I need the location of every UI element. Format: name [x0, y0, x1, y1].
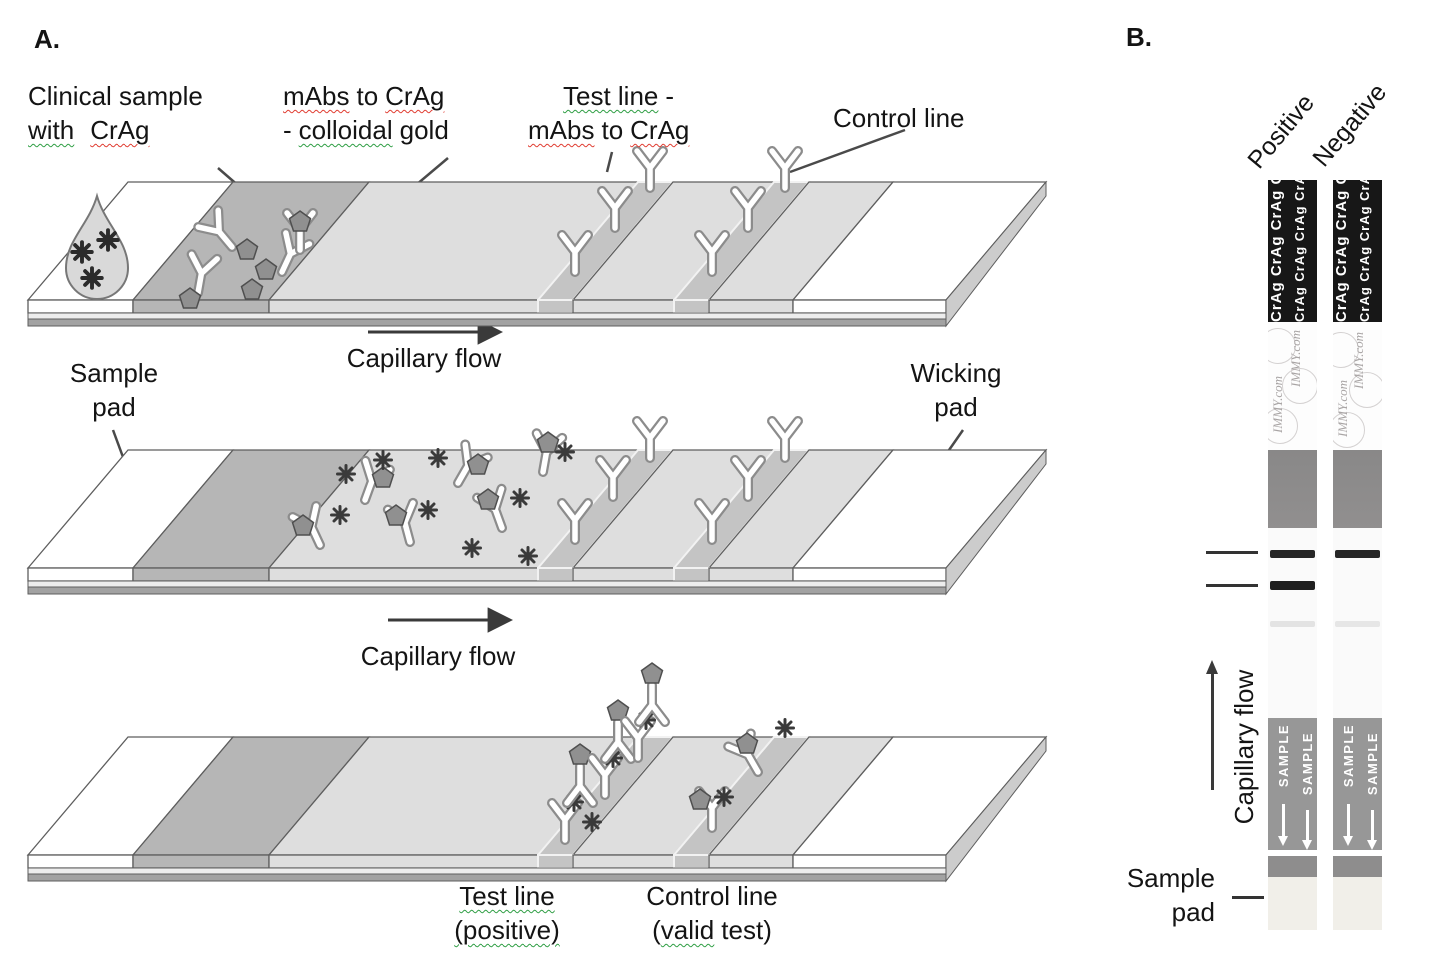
strip-gray-band-2	[1268, 856, 1317, 877]
control-line-tick	[1206, 551, 1258, 554]
strip-diagram-bottom	[27, 662, 1047, 882]
strip-diagram-top	[27, 151, 1047, 327]
sample-pad	[1268, 877, 1317, 930]
strip-gray-band-2	[1333, 856, 1382, 877]
up-arrow-icon	[1206, 660, 1218, 674]
positive-test-strip: CrAg CrAg CrAg CrAg CrAg CrAg CrAg CrAg …	[1268, 180, 1317, 930]
strip-gray-band	[1268, 450, 1317, 528]
faint-line	[1270, 621, 1315, 627]
down-arrow-icon	[1301, 840, 1312, 850]
immy-watermark: IMMY.com	[1351, 332, 1366, 389]
test-line-positive-label: Test line (positive)	[454, 881, 560, 945]
strip-top-cap: CrAg CrAg CrAg CrAg CrAg CrAg CrAg CrAg	[1333, 180, 1382, 322]
capillary-flow-label-1: Capillary flow	[346, 343, 502, 373]
control-line-label: Control line	[833, 103, 965, 133]
capillary-flow-label-2: Capillary flow	[360, 641, 516, 671]
strip-diagram-middle	[27, 421, 1047, 595]
down-arrow-icon	[1342, 836, 1353, 846]
immy-watermark: IMMY.com	[1335, 380, 1350, 437]
strip-top-cap: CrAg CrAg CrAg CrAg CrAg CrAg CrAg CrAg	[1268, 180, 1317, 322]
down-arrow-icon	[1366, 840, 1377, 850]
negative-test-strip: CrAg CrAg CrAg CrAg CrAg CrAg CrAg CrAg …	[1333, 180, 1382, 930]
down-arrow-icon	[1277, 836, 1288, 846]
faint-line	[1335, 621, 1380, 627]
capillary-flow-arrow-vertical	[1211, 674, 1214, 790]
sample-band: SAMPLE SAMPLE	[1333, 718, 1382, 850]
test-line-band	[1270, 581, 1315, 590]
immy-watermark: IMMY.com	[1270, 376, 1285, 433]
sample-pad	[1333, 877, 1382, 930]
result-window	[1333, 528, 1382, 718]
watermark-zone: IMMY.com IMMY.com	[1268, 322, 1317, 450]
strip-gray-band	[1333, 450, 1382, 528]
sample-band: SAMPLE SAMPLE	[1268, 718, 1317, 850]
panel-a-label: A.	[34, 24, 60, 54]
result-window	[1268, 528, 1317, 718]
watermark-zone: IMMY.com IMMY.com	[1333, 322, 1382, 450]
capillary-flow-label-b: Capillary flow	[1229, 669, 1259, 825]
positive-strip-label: Positive	[1242, 89, 1320, 175]
control-line-band	[1335, 550, 1380, 558]
test-line-tick	[1206, 584, 1258, 587]
panel-a-schematic	[27, 128, 1047, 882]
panel-b-label: B.	[1126, 22, 1152, 52]
test-line-label-line1: Test line-	[563, 81, 675, 111]
negative-strip-label: Negative	[1307, 78, 1393, 173]
sample-pad-tick	[1232, 896, 1264, 899]
sample-droplet-icon	[64, 192, 130, 300]
clinical-sample-label-line1: Clinical sample	[28, 81, 203, 111]
immy-watermark: IMMY.com	[1288, 330, 1303, 387]
control-line-band	[1270, 550, 1315, 558]
sample-pad-label-b: Sample pad	[1126, 863, 1215, 927]
